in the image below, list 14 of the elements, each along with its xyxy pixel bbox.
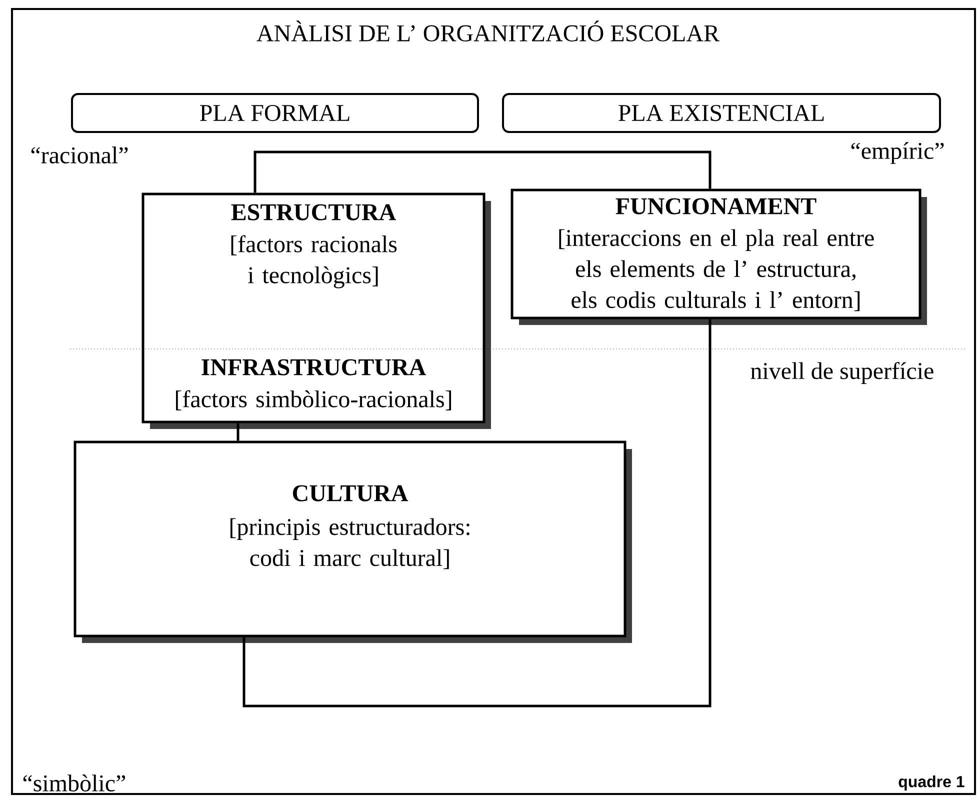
- figure-number: quadre 1: [898, 776, 964, 790]
- connector-line: [236, 423, 240, 441]
- axis-label: nivell de superfície: [750, 362, 934, 384]
- axis-label: “simbòlic”: [23, 774, 126, 792]
- plane-box: PLA EXISTENCIAL: [502, 93, 941, 133]
- concept-box: FUNCIONAMENT [interaccions en el pla real entre els elements de l’ estructura, els codis culturals i l’ entorn]: [510, 188, 927, 325]
- concept-box: ESTRUCTURA [factors racionals i tecnològics] INFRASTRUCTURA [factors simbòlico-racionals]: [142, 192, 491, 429]
- plane-box: PLA FORMAL: [71, 93, 479, 133]
- concept-box: CULTURA [principis estructuradors: codi i marc cultural]: [74, 440, 632, 643]
- connector-line: [254, 150, 712, 193]
- axis-label: “racional”: [31, 146, 128, 164]
- connector-line: [242, 319, 712, 708]
- axis-label: “empíric”: [851, 142, 944, 164]
- title: ANÀLISI DE L’ ORGANITZACIÓ ESCOLAR: [256, 20, 720, 42]
